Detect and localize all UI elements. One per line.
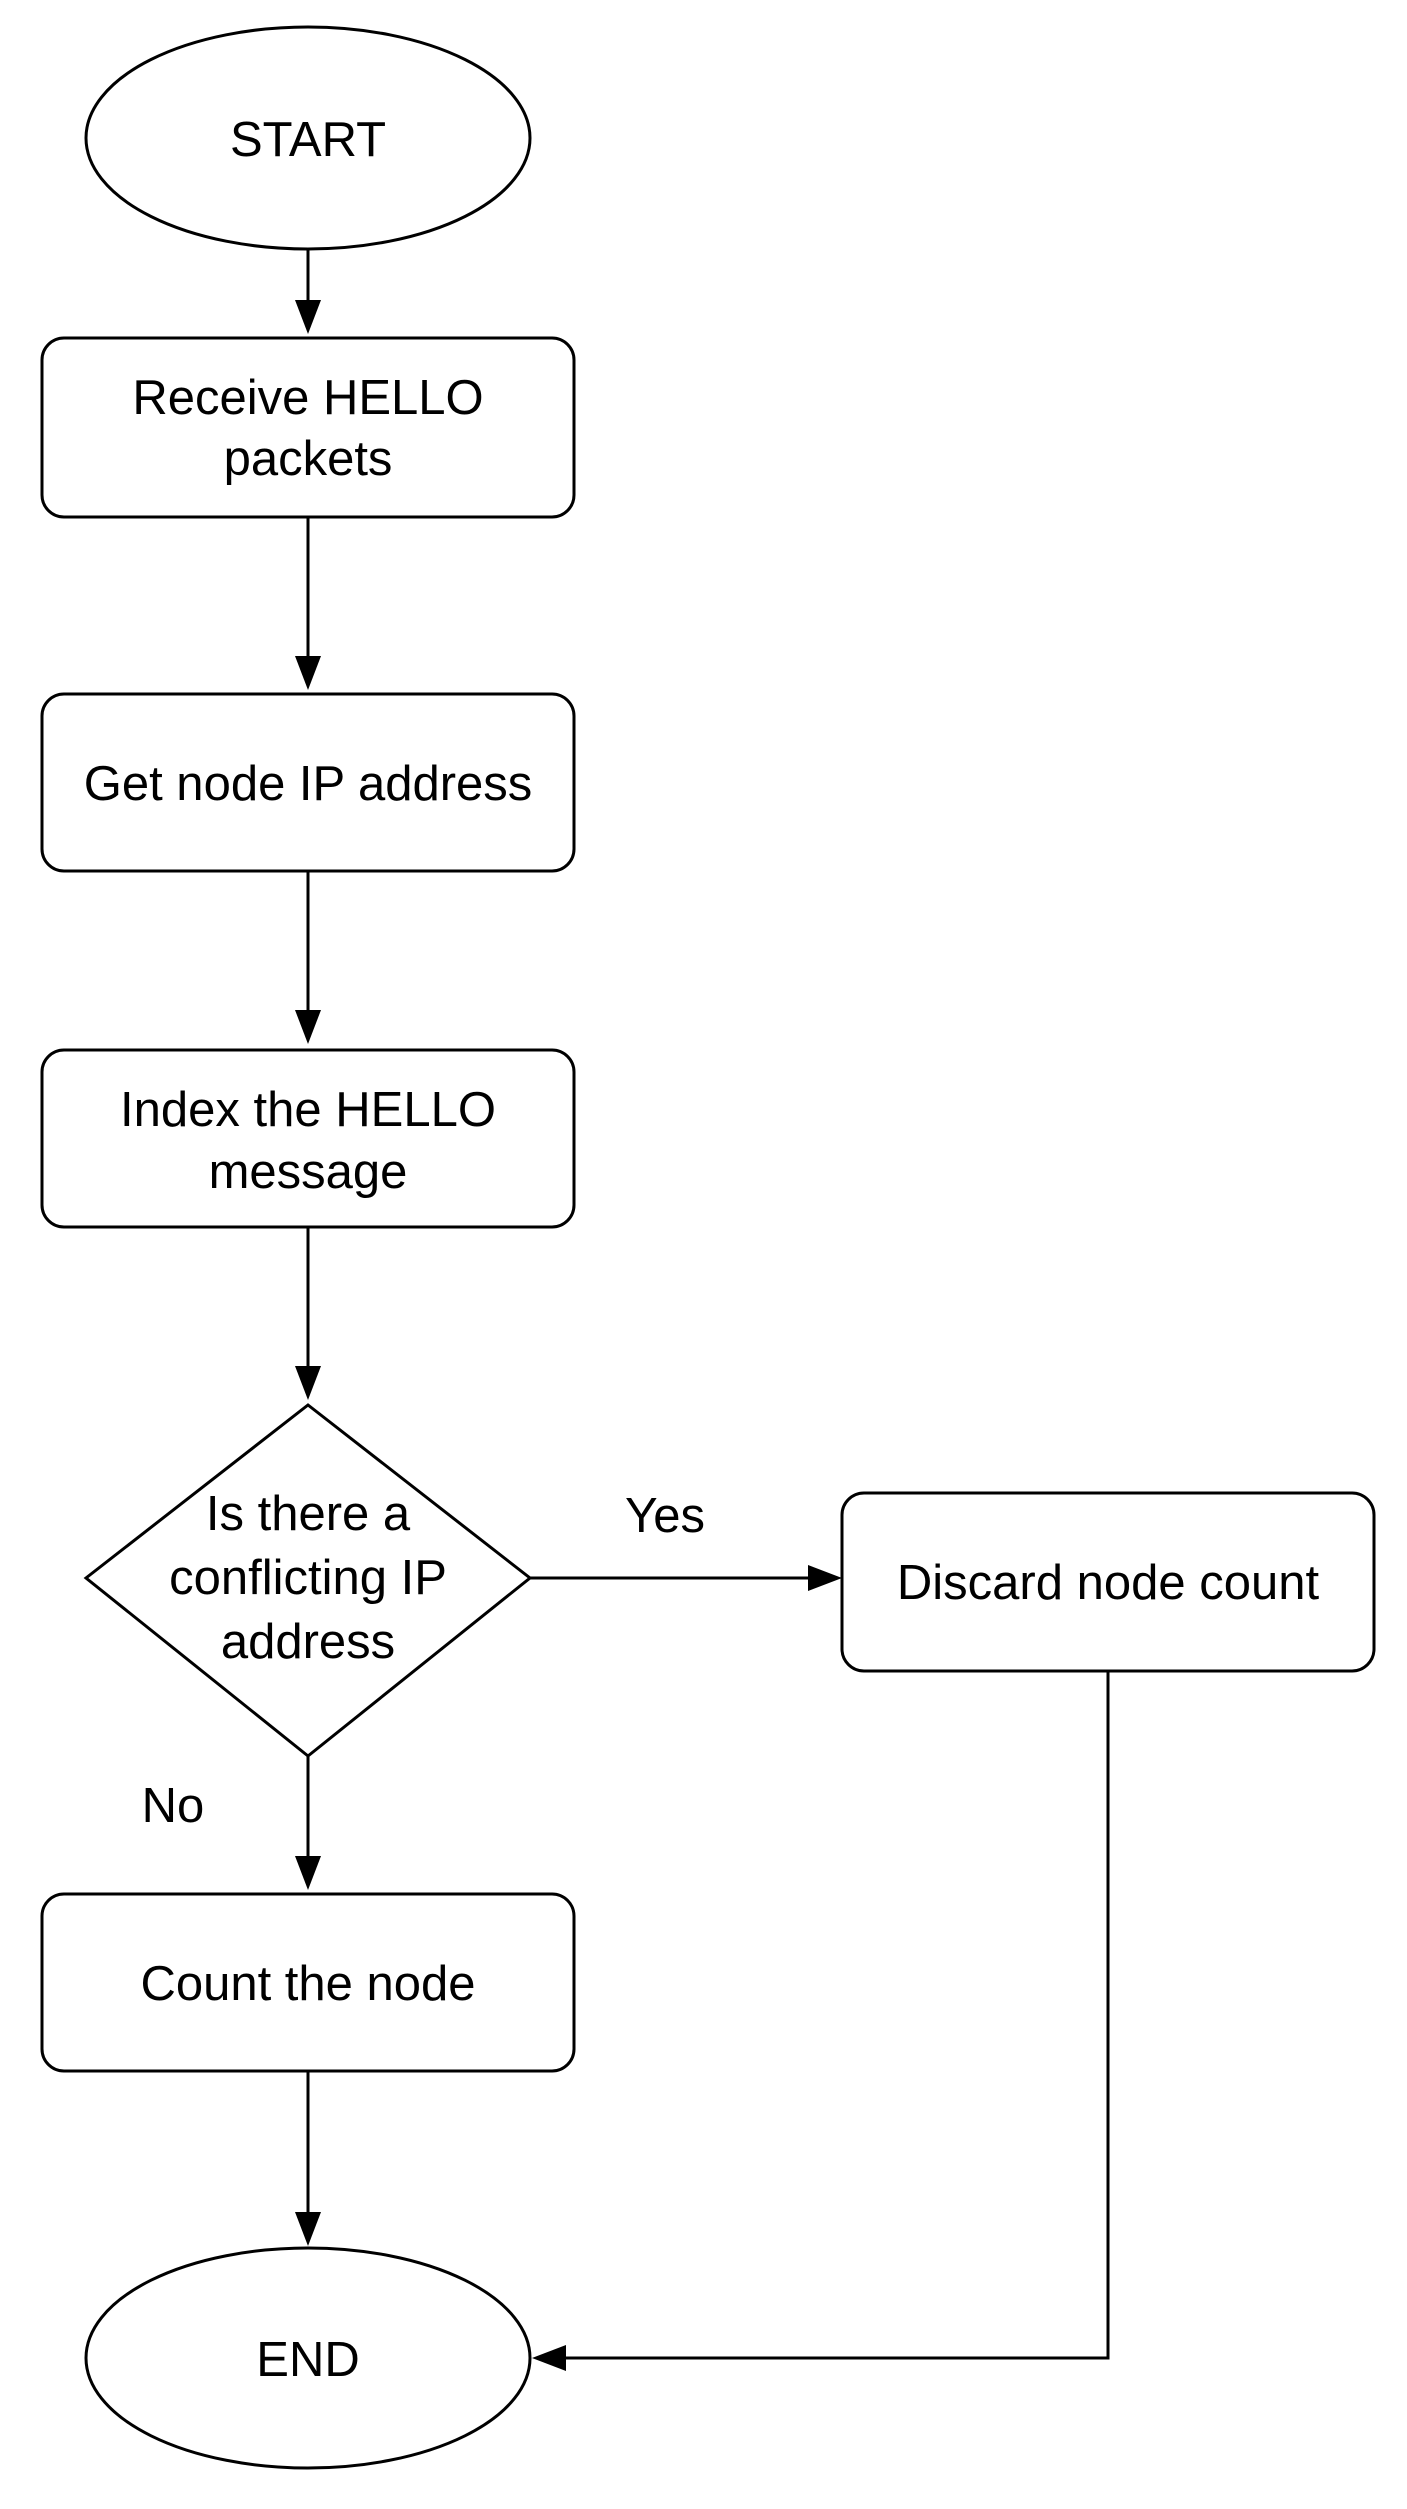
edge-decision-yes-to-discard: Yes (530, 1489, 842, 1591)
edge-decision-no-to-count: No (142, 1756, 321, 1890)
count-label: Count the node (140, 1957, 475, 2011)
edge-label-no: No (142, 1779, 205, 1833)
edge-start-to-receive (295, 249, 321, 334)
index-hello-label-line-2: message (209, 1145, 408, 1199)
edge-index-to-decision (295, 1227, 321, 1400)
count-node-node: Count the node (40, 1892, 576, 2073)
decision-label-line-1: Is there a (206, 1487, 411, 1541)
decision-label-line-3: address (221, 1615, 395, 1669)
end-node: END (84, 2246, 532, 2470)
edge-count-to-end (295, 2071, 321, 2246)
start-label: START (230, 113, 386, 167)
decision-label-line-2: conflicting IP (169, 1551, 447, 1605)
receive-hello-label-line-1: Receive HELLO (132, 371, 483, 425)
get-ip-node: Get node IP address (40, 692, 576, 873)
edge-discard-to-end (532, 1671, 1110, 2371)
end-label: END (256, 2333, 359, 2387)
edge-get-ip-to-index (295, 871, 321, 1044)
discard-label: Discard node count (897, 1556, 1320, 1610)
index-hello-label-line-1: Index the HELLO (120, 1083, 496, 1137)
index-hello-node: Index the HELLO message (40, 1048, 576, 1229)
receive-hello-node: Receive HELLO packets (40, 336, 576, 519)
edge-receive-to-get-ip (295, 517, 321, 690)
edge-label-yes: Yes (625, 1489, 705, 1543)
discard-node-count-node: Discard node count (840, 1491, 1376, 1673)
start-node: START (84, 25, 532, 251)
receive-hello-label-line-2: packets (224, 432, 393, 486)
conflicting-ip-decision: Is there a conflicting IP address (83, 1403, 533, 1758)
get-ip-label: Get node IP address (84, 757, 533, 811)
